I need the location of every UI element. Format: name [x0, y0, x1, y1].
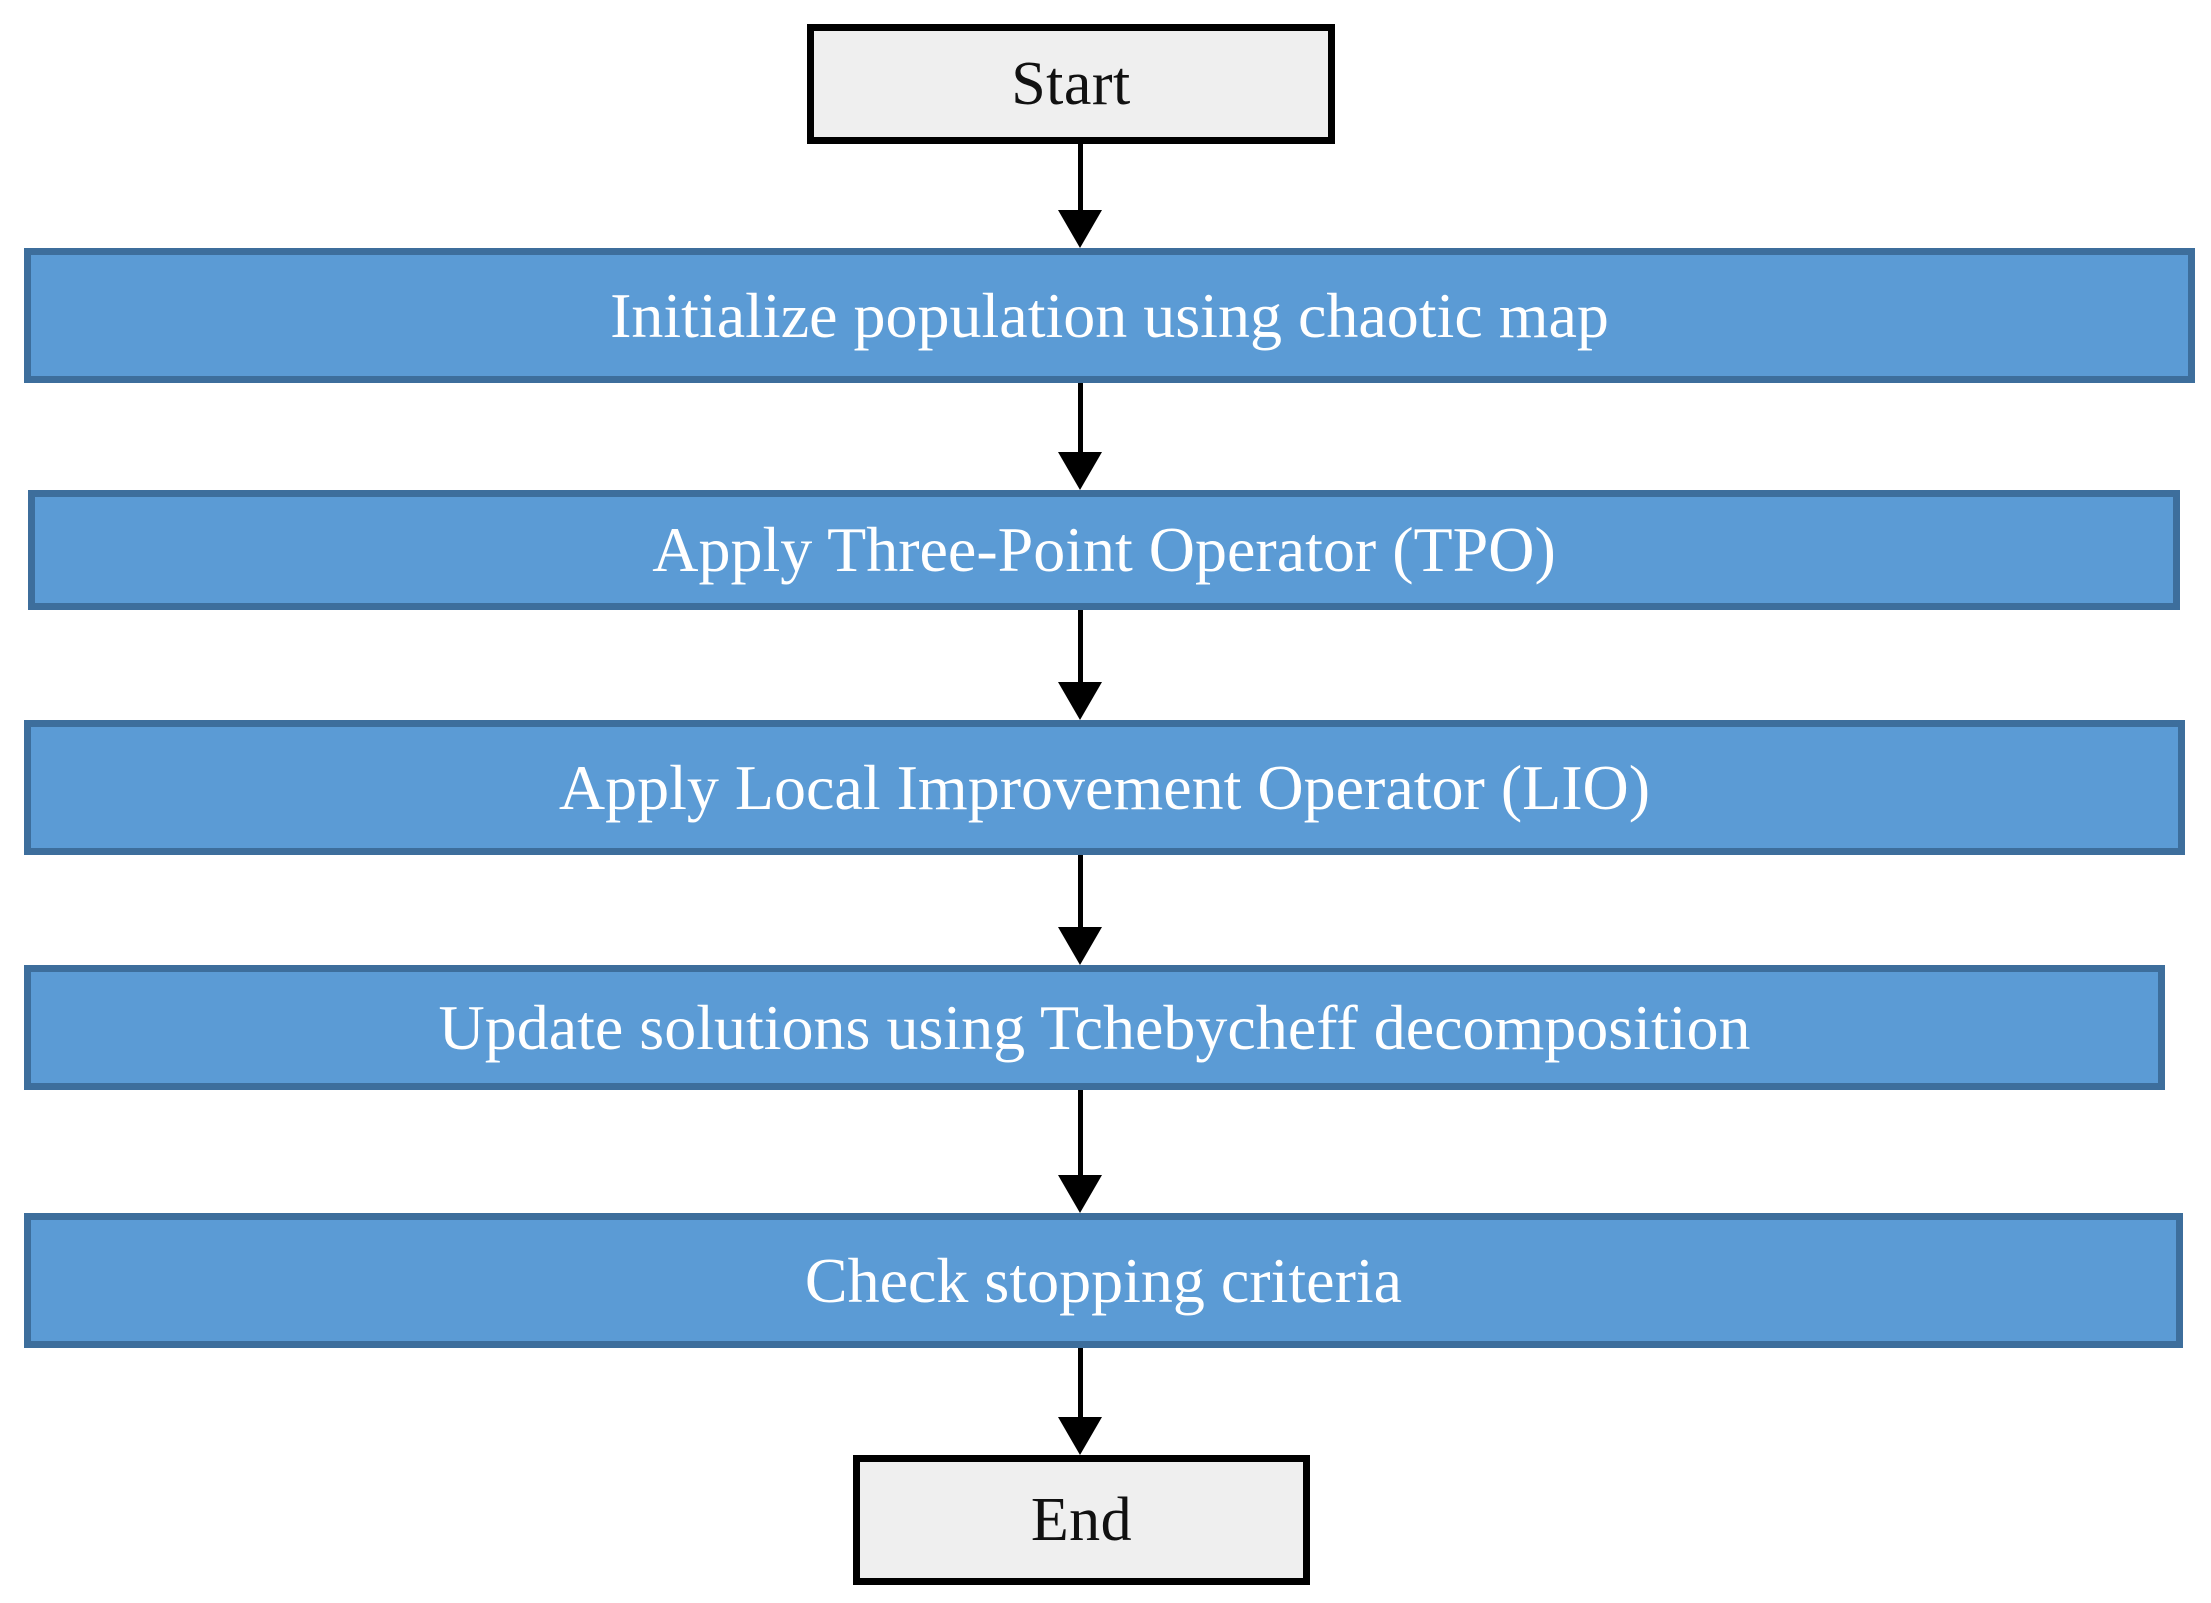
- arrowhead-icon: [1058, 1417, 1102, 1455]
- connector-step3-to-step4: [1058, 855, 1102, 965]
- arrowhead-icon: [1058, 210, 1102, 248]
- node-check-stopping-criteria-label: Check stopping criteria: [804, 1244, 1403, 1316]
- node-check-stopping-criteria[interactable]: Check stopping criteria: [24, 1213, 2183, 1348]
- arrowhead-icon: [1058, 452, 1102, 490]
- node-apply-lio[interactable]: Apply Local Improvement Operator (LIO): [24, 720, 2185, 855]
- connector-stem: [1078, 855, 1083, 929]
- arrowhead-icon: [1058, 927, 1102, 965]
- connector-step1-to-step2: [1058, 383, 1102, 490]
- node-initialize-population[interactable]: Initialize population using chaotic map: [24, 248, 2195, 383]
- node-apply-tpo-label: Apply Three-Point Operator (TPO): [652, 514, 1556, 585]
- node-start[interactable]: Start: [807, 24, 1335, 144]
- node-end[interactable]: End: [853, 1455, 1310, 1585]
- connector-stem: [1078, 144, 1083, 214]
- connector-stem: [1078, 610, 1083, 684]
- node-start-label: Start: [1011, 50, 1131, 118]
- connector-step2-to-step3: [1058, 610, 1102, 720]
- connector-stem: [1078, 383, 1083, 455]
- connector-step4-to-step5: [1058, 1090, 1102, 1213]
- node-end-label: End: [1030, 1486, 1133, 1554]
- arrowhead-icon: [1058, 682, 1102, 720]
- connector-step5-to-end: [1058, 1348, 1102, 1455]
- connector-stem: [1078, 1348, 1083, 1420]
- node-initialize-population-label: Initialize population using chaotic map: [610, 279, 1609, 351]
- node-update-solutions[interactable]: Update solutions using Tchebycheff decom…: [24, 965, 2165, 1090]
- node-apply-lio-label: Apply Local Improvement Operator (LIO): [558, 751, 1651, 823]
- node-apply-tpo[interactable]: Apply Three-Point Operator (TPO): [28, 490, 2180, 610]
- connector-stem: [1078, 1090, 1083, 1177]
- arrowhead-icon: [1058, 1175, 1102, 1213]
- node-update-solutions-label: Update solutions using Tchebycheff decom…: [438, 991, 1751, 1063]
- connector-start-to-step1: [1058, 144, 1102, 248]
